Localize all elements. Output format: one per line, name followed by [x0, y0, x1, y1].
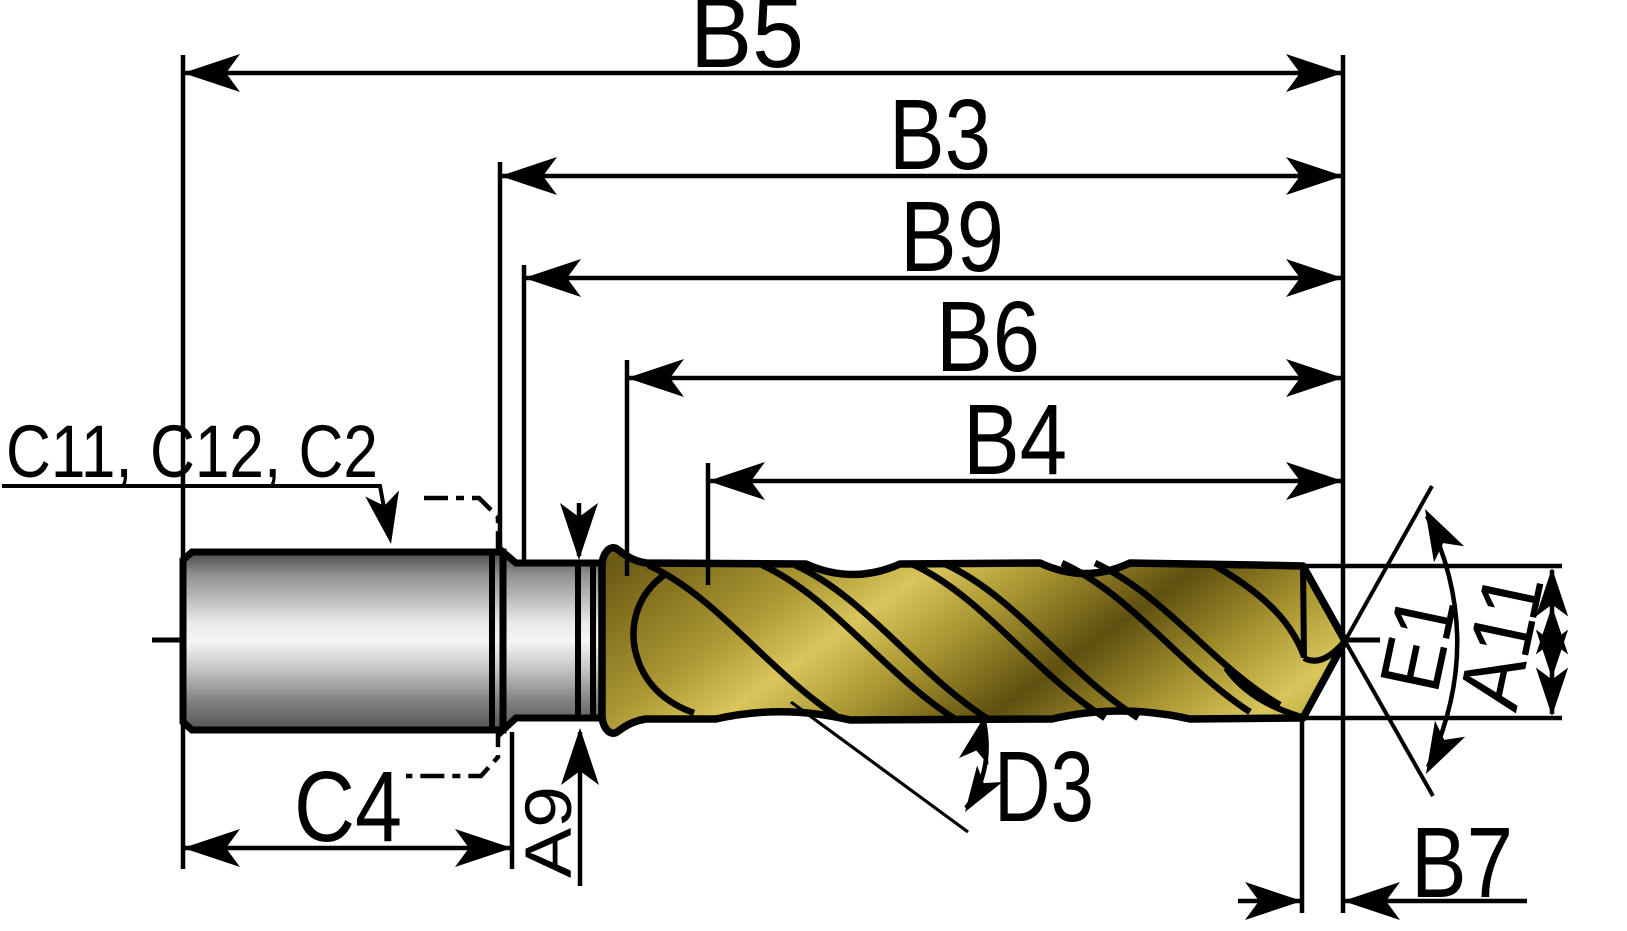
drill-neck — [499, 544, 606, 738]
b7-dimension — [1238, 882, 1527, 920]
surface-codes-leader — [2, 484, 408, 547]
dim-label-b7: B7 — [1411, 807, 1513, 919]
dim-label-b6: B6 — [936, 281, 1040, 393]
dim-label-e1: E1 — [1362, 587, 1476, 700]
c4-dimension — [183, 829, 512, 867]
dim-label-b4: B4 — [963, 384, 1067, 496]
a9-dimension — [560, 503, 599, 886]
dim-label-b3: B3 — [889, 79, 991, 191]
dim-label-a11: A11 — [1441, 564, 1563, 717]
dim-label-c4: C4 — [294, 751, 402, 863]
arrowhead — [365, 490, 408, 547]
dim-label-d3: D3 — [994, 731, 1094, 843]
dim-label-a9: A9 — [511, 786, 585, 878]
drill-bit — [179, 544, 1349, 738]
dim-label-b9: B9 — [900, 181, 1004, 293]
dim-label-b5: B5 — [690, 0, 804, 89]
d3-helix-angle — [790, 700, 1003, 834]
drill-shank — [179, 548, 507, 734]
d3-tangent-line — [790, 700, 969, 834]
a11-dimension — [1303, 563, 1569, 721]
e1-angle-line-upper — [1343, 485, 1434, 642]
flute-helix-curves — [630, 560, 1308, 722]
surface-codes-label: C11, C12, C2 — [6, 410, 378, 493]
extension-lines — [180, 55, 1346, 913]
length-dimensions — [183, 54, 1343, 500]
leader-line — [2, 484, 391, 536]
drill-fluted-body — [598, 544, 1349, 737]
